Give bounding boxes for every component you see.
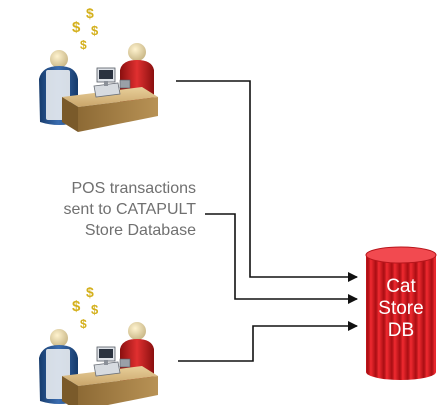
connector-lines — [176, 80, 358, 362]
pos-checkout-bottom-icon — [38, 283, 159, 405]
database-label: Cat Store DB — [366, 276, 436, 342]
caption-line-2: sent to CATAPULT — [63, 201, 196, 218]
pos-transactions-caption: POS transactions sent to CATAPULT Store … — [0, 178, 196, 241]
connector-bottom — [178, 321, 358, 362]
database-label-line-3: DB — [387, 320, 415, 341]
database-label-line-1: Cat — [386, 276, 416, 297]
caption-line-1: POS transactions — [71, 180, 197, 197]
store-database-icon — [365, 246, 437, 380]
connector-top — [176, 80, 358, 282]
caption-line-3: Store Database — [84, 222, 196, 239]
pos-checkout-top-icon — [38, 4, 159, 133]
connector-middle — [205, 213, 358, 304]
database-label-line-2: Store — [378, 298, 424, 319]
